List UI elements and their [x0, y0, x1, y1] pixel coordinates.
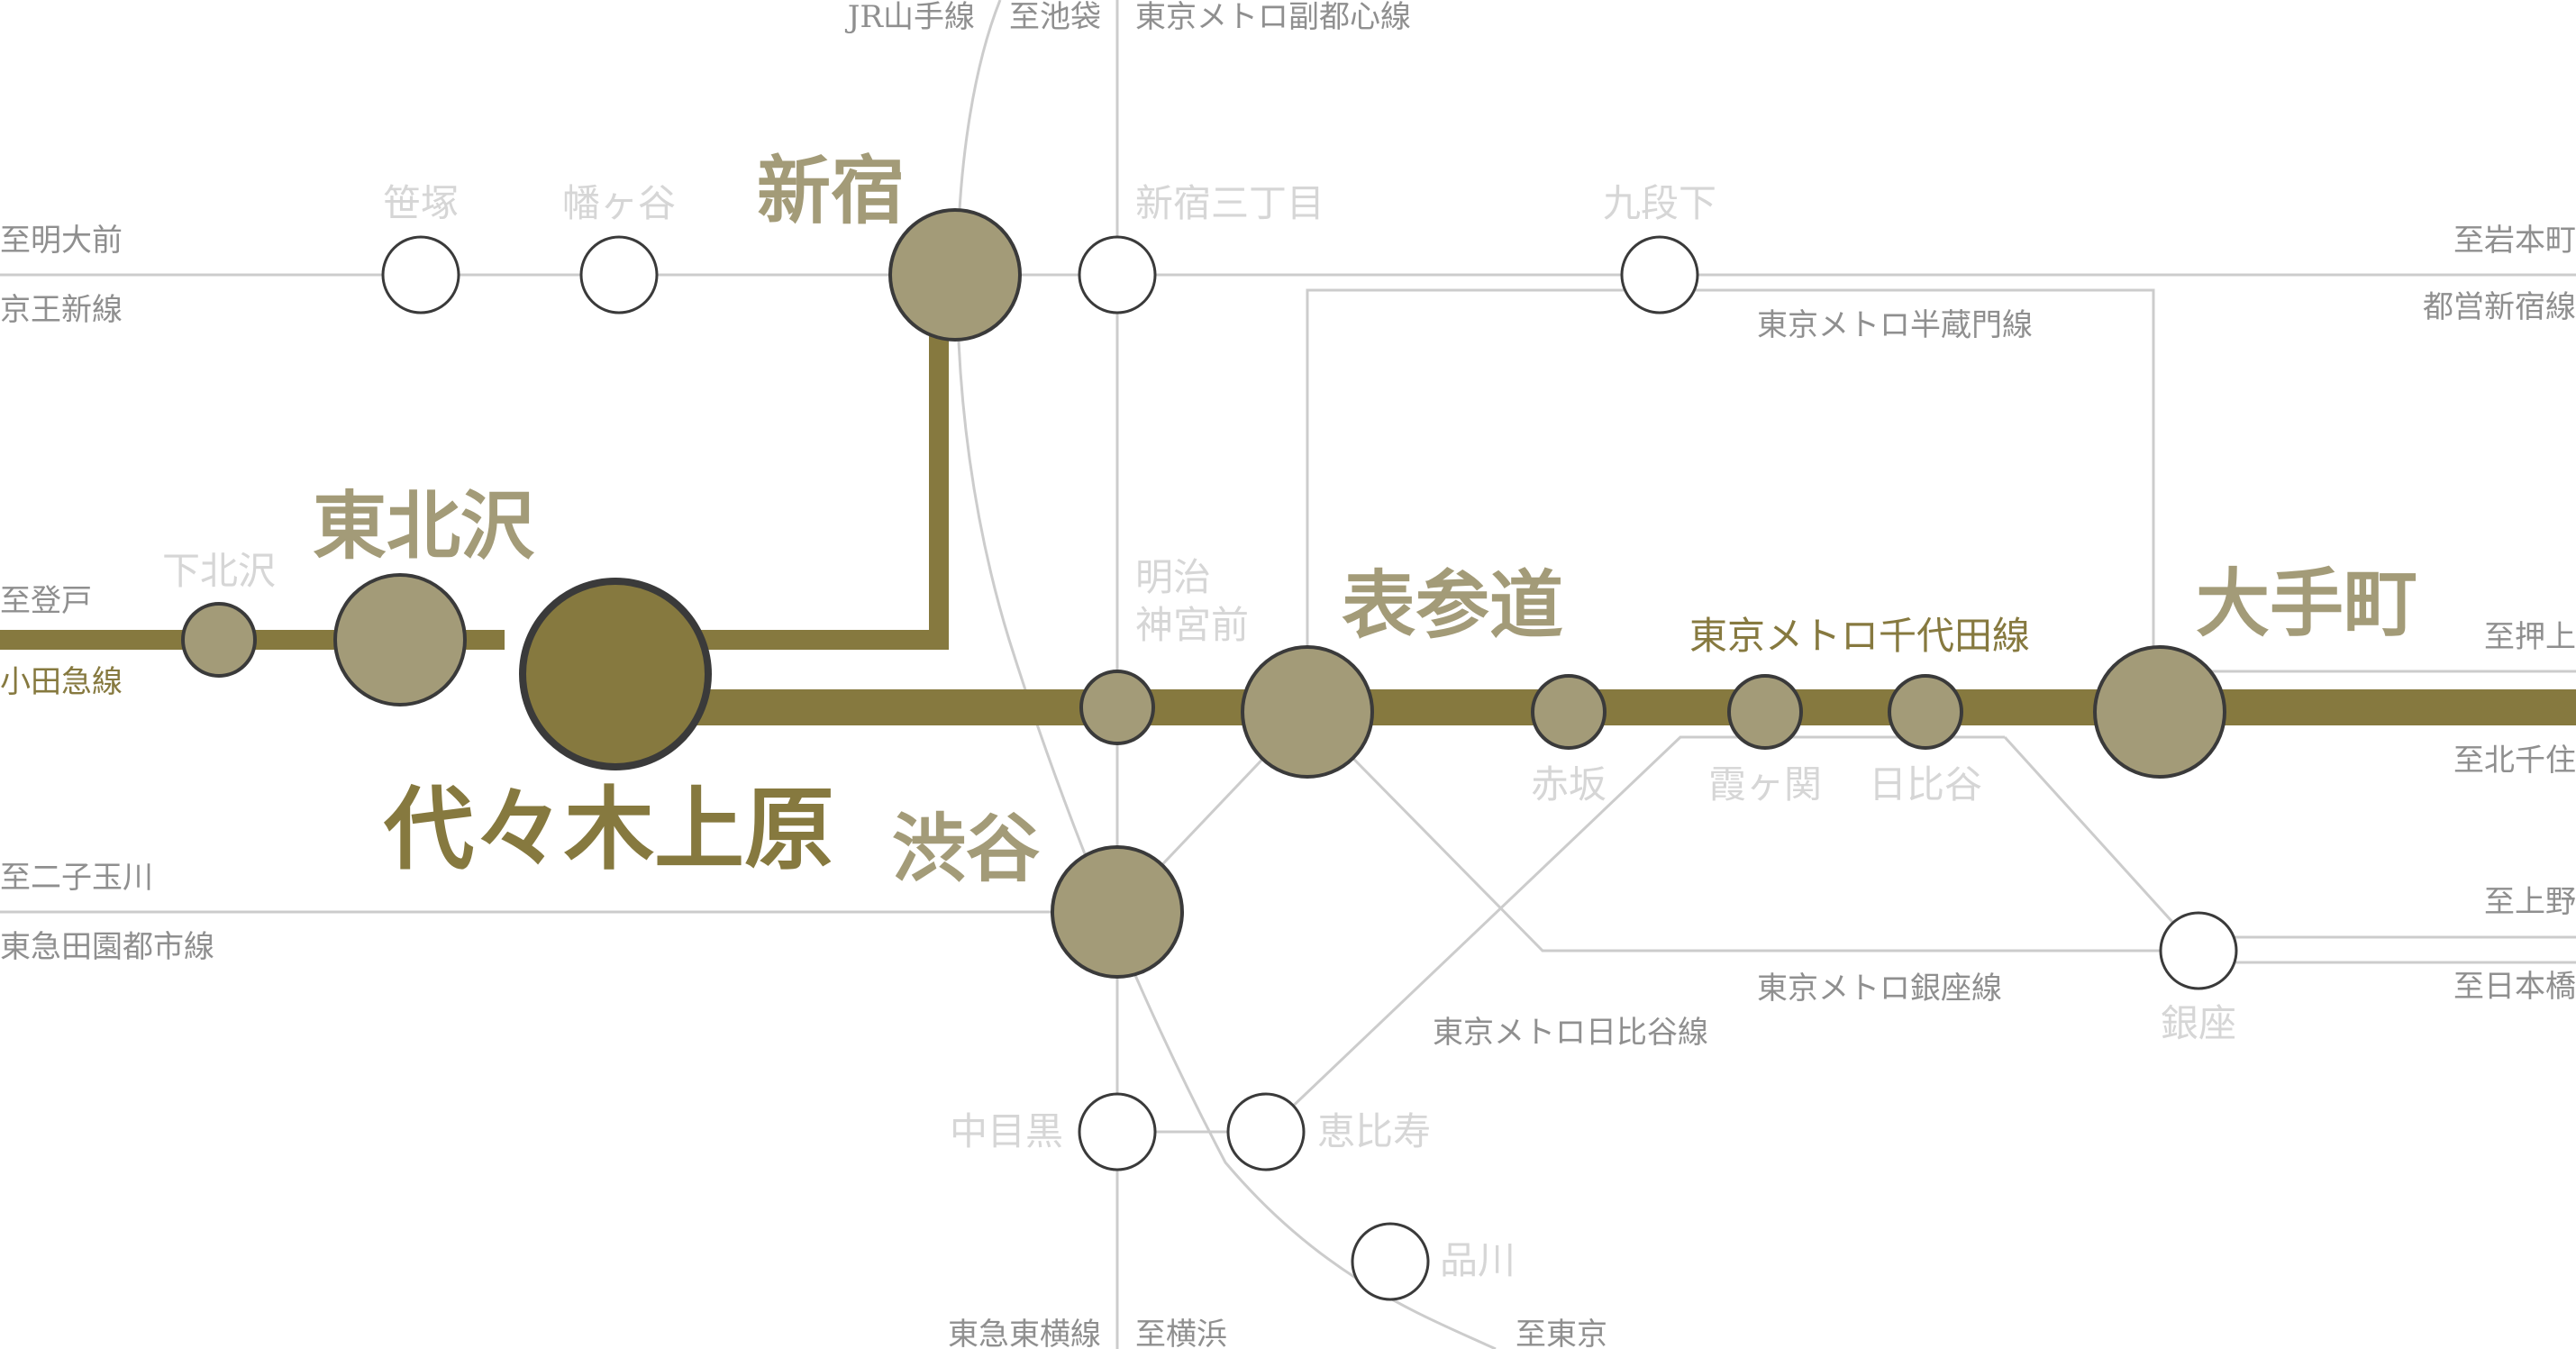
label-kudanshita: 九段下 — [1603, 181, 1716, 225]
label-otemachi: 大手町 — [2196, 561, 2417, 647]
station-hibiya[interactable] — [1888, 674, 1963, 750]
hanzomon-line — [1306, 288, 2155, 649]
label-jr-yamanote: JR山手線 — [845, 0, 975, 35]
label-dir-ueno: 至上野 — [2484, 884, 2576, 920]
label-ebisu: 恵比寿 — [1317, 1109, 1431, 1153]
label-dir-nihonbashi: 至日本橋 — [2453, 969, 2576, 1005]
label-shimokitazawa: 下北沢 — [162, 549, 276, 593]
station-shibuya[interactable] — [1051, 845, 1184, 979]
station-otemachi[interactable] — [2093, 645, 2226, 779]
label-omotesando: 表参道 — [1342, 562, 1563, 649]
label-shinjuku-sanchome: 新宿三丁目 — [1135, 181, 1324, 225]
station-kasumigaseki[interactable] — [1727, 674, 1803, 750]
station-hatagaya[interactable] — [579, 235, 659, 314]
ginza-line — [1306, 710, 2198, 953]
label-dir-yokohama: 至横浜 — [1135, 1317, 1227, 1349]
station-yoyogi-uehara[interactable] — [519, 578, 712, 770]
label-odakyu: 小田急線 — [0, 664, 123, 700]
label-hibiya-line: 東京メトロ日比谷線 — [1433, 1015, 1708, 1051]
hibiya-line — [1264, 735, 2005, 1134]
label-kasumigaseki: 霞ヶ関 — [1708, 762, 1822, 807]
label-ginza-line: 東京メトロ銀座線 — [1757, 971, 2002, 1007]
odakyu-to-shinjuku — [613, 324, 949, 650]
label-fukutoshin: 東京メトロ副都心線 — [1135, 0, 1411, 35]
station-akasaka[interactable] — [1531, 674, 1607, 750]
label-ginza: 銀座 — [2161, 1001, 2236, 1045]
label-naka-meguro: 中目黒 — [950, 1109, 1063, 1153]
label-dir-futakotamagawa: 至二子玉川 — [0, 860, 153, 896]
label-dir-noborito: 至登戸 — [0, 583, 92, 619]
station-kudanshita[interactable] — [1620, 235, 1699, 314]
station-ebisu[interactable] — [1226, 1092, 1306, 1171]
station-meiji-jingumae[interactable] — [1079, 670, 1155, 745]
label-keio-new: 京王新線 — [0, 292, 123, 328]
label-yoyogi-uehara: 代々木上原 — [383, 776, 834, 882]
station-shinagawa[interactable] — [1351, 1222, 1430, 1301]
station-ginza[interactable] — [2159, 911, 2238, 990]
label-dir-tokyo: 至東京 — [1516, 1317, 1607, 1349]
label-toyoko: 東急東横線 — [948, 1317, 1101, 1349]
label-higashikitazawa: 東北沢 — [313, 483, 535, 570]
stations — [181, 208, 2238, 1301]
label-chiyoda: 東京メトロ千代田線 — [1689, 614, 2030, 658]
label-shinagawa: 品川 — [1440, 1238, 1516, 1282]
label-shibuya: 渋谷 — [892, 806, 1040, 892]
label-toei-shinjuku: 都営新宿線 — [2423, 289, 2576, 325]
label-dir-meidaimae: 至明大前 — [0, 223, 123, 259]
station-shimokitazawa[interactable] — [181, 602, 257, 678]
label-shinjuku: 新宿 — [757, 148, 905, 234]
label-dir-ikebukuro: 至池袋 — [1009, 0, 1101, 35]
label-hatagaya: 幡ヶ谷 — [562, 181, 676, 225]
label-akasaka: 赤坂 — [1531, 762, 1607, 807]
label-meiji-jingumae-1: 明治 — [1135, 555, 1211, 599]
station-higashikitazawa[interactable] — [333, 573, 467, 706]
label-meiji-jingumae-2: 神宮前 — [1135, 603, 1249, 647]
station-sasazuka[interactable] — [381, 235, 460, 314]
label-dir-iwamotocho: 至岩本町 — [2453, 223, 2576, 259]
ginza-ochiai — [2003, 735, 2200, 953]
label-sasazuka: 笹塚 — [383, 181, 459, 225]
station-naka-meguro[interactable] — [1078, 1092, 1157, 1171]
label-dir-kitasenju: 至北千住 — [2453, 743, 2576, 779]
station-labels: 笹塚 幡ヶ谷 新宿 新宿三丁目 九段下 下北沢 東北沢 代々木上原 明治 神宮前… — [162, 148, 2417, 1282]
station-shinjuku[interactable] — [888, 208, 1022, 342]
label-hibiya: 日比谷 — [1869, 762, 1982, 807]
station-omotesando[interactable] — [1241, 645, 1374, 779]
station-shinjuku-sanchome[interactable] — [1078, 235, 1157, 314]
label-denentoshi: 東急田園都市線 — [0, 929, 214, 965]
label-dir-oshiage: 至押上 — [2484, 619, 2576, 655]
label-hanzomon: 東京メトロ半蔵門線 — [1757, 307, 2033, 343]
